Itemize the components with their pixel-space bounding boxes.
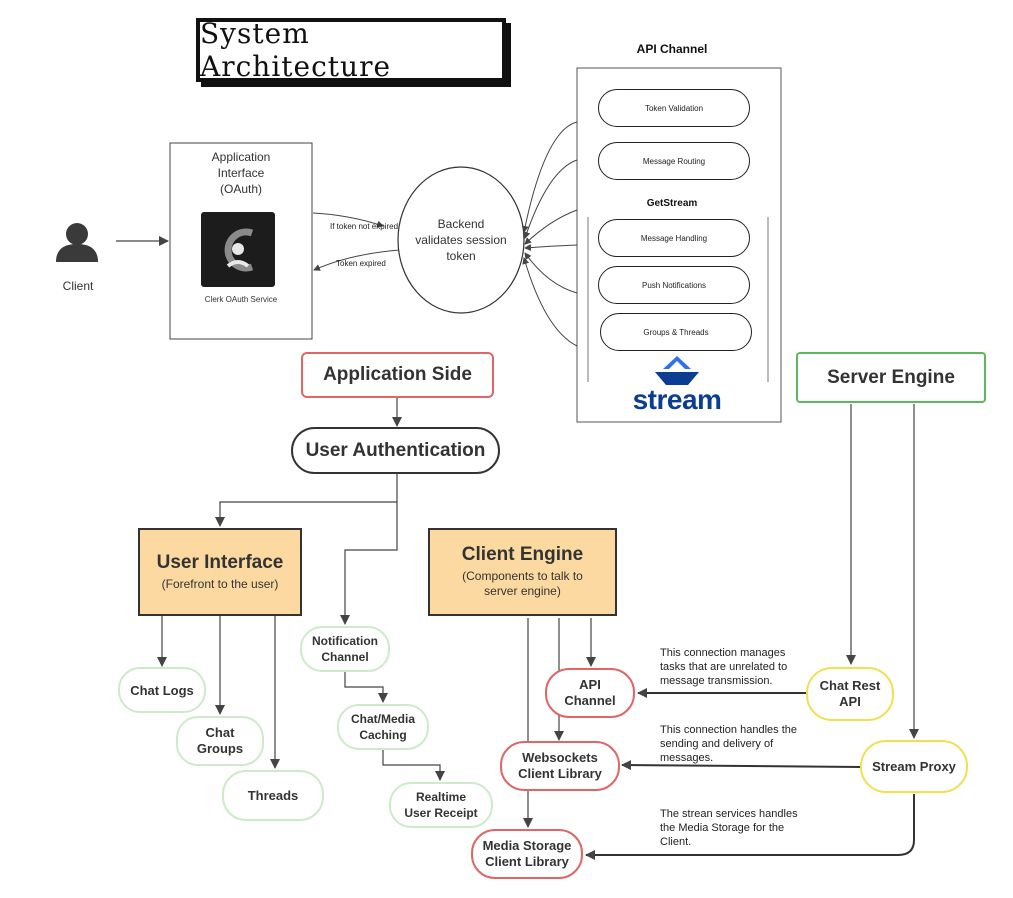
- clerk-logo-icon: [201, 212, 275, 287]
- user-interface-node: User Interface (Forefront to the user): [138, 528, 302, 616]
- api-channel-library-line1: API: [579, 677, 601, 692]
- client-engine-node: Client Engine (Components to talk to ser…: [428, 528, 617, 616]
- media-storage-library-line2: Client Library: [485, 854, 569, 869]
- chat-groups-line2: Groups: [196, 741, 244, 756]
- realtime-user-receipt-node: Realtime User Receipt: [389, 782, 493, 828]
- message-handling-pill: Message Handling: [598, 219, 750, 257]
- push-notifications-pill: Push Notifications: [598, 266, 750, 304]
- edge-userauth-split: [215, 474, 398, 527]
- edge-streamproxy-to-media: [585, 794, 915, 860]
- edge-getstream-to-backend: [524, 209, 578, 245]
- realtime-user-receipt-line2: User Receipt: [404, 806, 478, 820]
- backend-label-line1: Backend: [437, 217, 485, 231]
- stream-boat-logo-icon: [655, 356, 699, 385]
- client-label: Client: [62, 279, 94, 293]
- message-routing-pill: Message Routing: [598, 142, 750, 180]
- edge-push-notifications-to-backend: [524, 252, 578, 294]
- groups-threads-pill: Groups & Threads: [600, 313, 752, 351]
- backend-label: Backend validates session token: [398, 216, 524, 264]
- edge-streamproxy-to-websockets: [621, 760, 861, 771]
- edge-caching-to-receipt: [382, 750, 445, 781]
- page-title: System Architecture: [196, 17, 506, 83]
- app-interface-title-line1: Application: [211, 150, 271, 164]
- chat-rest-api-line1: Chat Rest: [819, 678, 881, 693]
- annotation-2-line3: messages.: [660, 752, 714, 764]
- backend-label-line3: token: [446, 249, 476, 263]
- notification-channel-line1: Notification: [312, 634, 378, 648]
- chat-rest-api-line2: API: [839, 694, 861, 709]
- chat-logs-node: Chat Logs: [118, 667, 206, 713]
- user-interface-title: User Interface: [156, 552, 284, 573]
- client-engine-title: Client Engine: [461, 544, 584, 565]
- annotation-2-line2: sending and delivery of: [660, 738, 774, 750]
- client-engine-subtitle-line2: server engine): [484, 584, 561, 598]
- edge-label-if-token-not-expired: If token not expired: [330, 222, 399, 231]
- edge-groups-threads-to-backend: [522, 257, 578, 347]
- chat-groups-node: Chat Groups: [176, 716, 264, 766]
- edge-label-token-expired: Token expired: [336, 259, 386, 268]
- app-interface-title-line3: (OAuth): [219, 182, 262, 196]
- edge-token-validation-to-backend: [521, 121, 578, 233]
- notification-channel-node: Notification Channel: [300, 626, 390, 672]
- media-storage-library-line1: Media Storage: [482, 838, 572, 853]
- user-silhouette-icon: [56, 223, 98, 262]
- annotation-3-line2: the Media Storage for the: [660, 822, 785, 834]
- server-engine-node: Server Engine: [796, 352, 986, 403]
- annotation-3-line3: Client.: [660, 836, 692, 848]
- stream-logo-text: stream: [632, 384, 722, 415]
- realtime-user-receipt-line1: Realtime: [415, 790, 467, 804]
- getstream-title: GetStream: [646, 197, 698, 209]
- edge-message-handling-to-backend: [524, 244, 578, 252]
- annotation-1-line1: This connection manages: [660, 647, 786, 659]
- edge-notification-to-caching: [344, 672, 388, 703]
- app-interface-title: Application Interface (OAuth): [170, 149, 312, 197]
- threads-node: Threads: [222, 770, 324, 821]
- edge-message-routing-to-backend: [523, 159, 578, 239]
- edge-userauth-to-notification: [340, 502, 398, 625]
- clerk-caption: Clerk OAuth Service: [204, 294, 278, 304]
- application-side-node: Application Side: [301, 352, 494, 398]
- stream-proxy-node: Stream Proxy: [860, 740, 968, 793]
- annotation-1-line2: tasks that are unrelated to: [660, 661, 788, 673]
- backend-circle: [397, 166, 525, 314]
- media-storage-client-library-node: Media Storage Client Library: [471, 829, 583, 879]
- api-channel-title: API Channel: [636, 42, 708, 56]
- backend-label-line2: validates session: [415, 233, 507, 247]
- annotation-media-storage-connection: The strean services handles the Media St…: [660, 807, 830, 849]
- edge-token-not-expired: [312, 212, 384, 228]
- chat-rest-api-node: Chat Rest API: [806, 667, 894, 721]
- chat-media-caching-node: Chat/Media Caching: [337, 704, 429, 750]
- websockets-client-library-node: Websockets Client Library: [500, 741, 620, 791]
- token-validation-pill: Token Validation: [598, 89, 750, 127]
- annotation-websockets-connection: This connection handles the sending and …: [660, 723, 830, 765]
- annotation-1-line3: message transmission.: [660, 675, 773, 687]
- api-channel-library-node: API Channel: [545, 668, 635, 718]
- chat-media-caching-line2: Caching: [359, 728, 407, 742]
- websockets-library-line1: Websockets: [522, 750, 598, 765]
- app-interface-title-line2: Interface: [217, 166, 265, 180]
- user-authentication-node: User Authentication: [291, 427, 500, 474]
- user-interface-subtitle: (Forefront to the user): [161, 577, 279, 591]
- annotation-2-line1: This connection handles the: [660, 724, 797, 736]
- chat-groups-line1: Chat: [205, 725, 235, 740]
- chat-media-caching-line1: Chat/Media: [350, 712, 415, 726]
- annotation-3-line1: The strean services handles: [660, 808, 798, 820]
- annotation-api-connection: This connection manages tasks that are u…: [660, 646, 820, 688]
- edge-token-expired: [313, 249, 401, 271]
- client-engine-subtitle-line1: (Components to talk to: [462, 569, 583, 583]
- api-channel-library-line2: Channel: [564, 693, 616, 708]
- websockets-library-line2: Client Library: [518, 766, 602, 781]
- notification-channel-line2: Channel: [321, 650, 369, 664]
- client-engine-subtitle: (Components to talk to server engine): [430, 569, 615, 599]
